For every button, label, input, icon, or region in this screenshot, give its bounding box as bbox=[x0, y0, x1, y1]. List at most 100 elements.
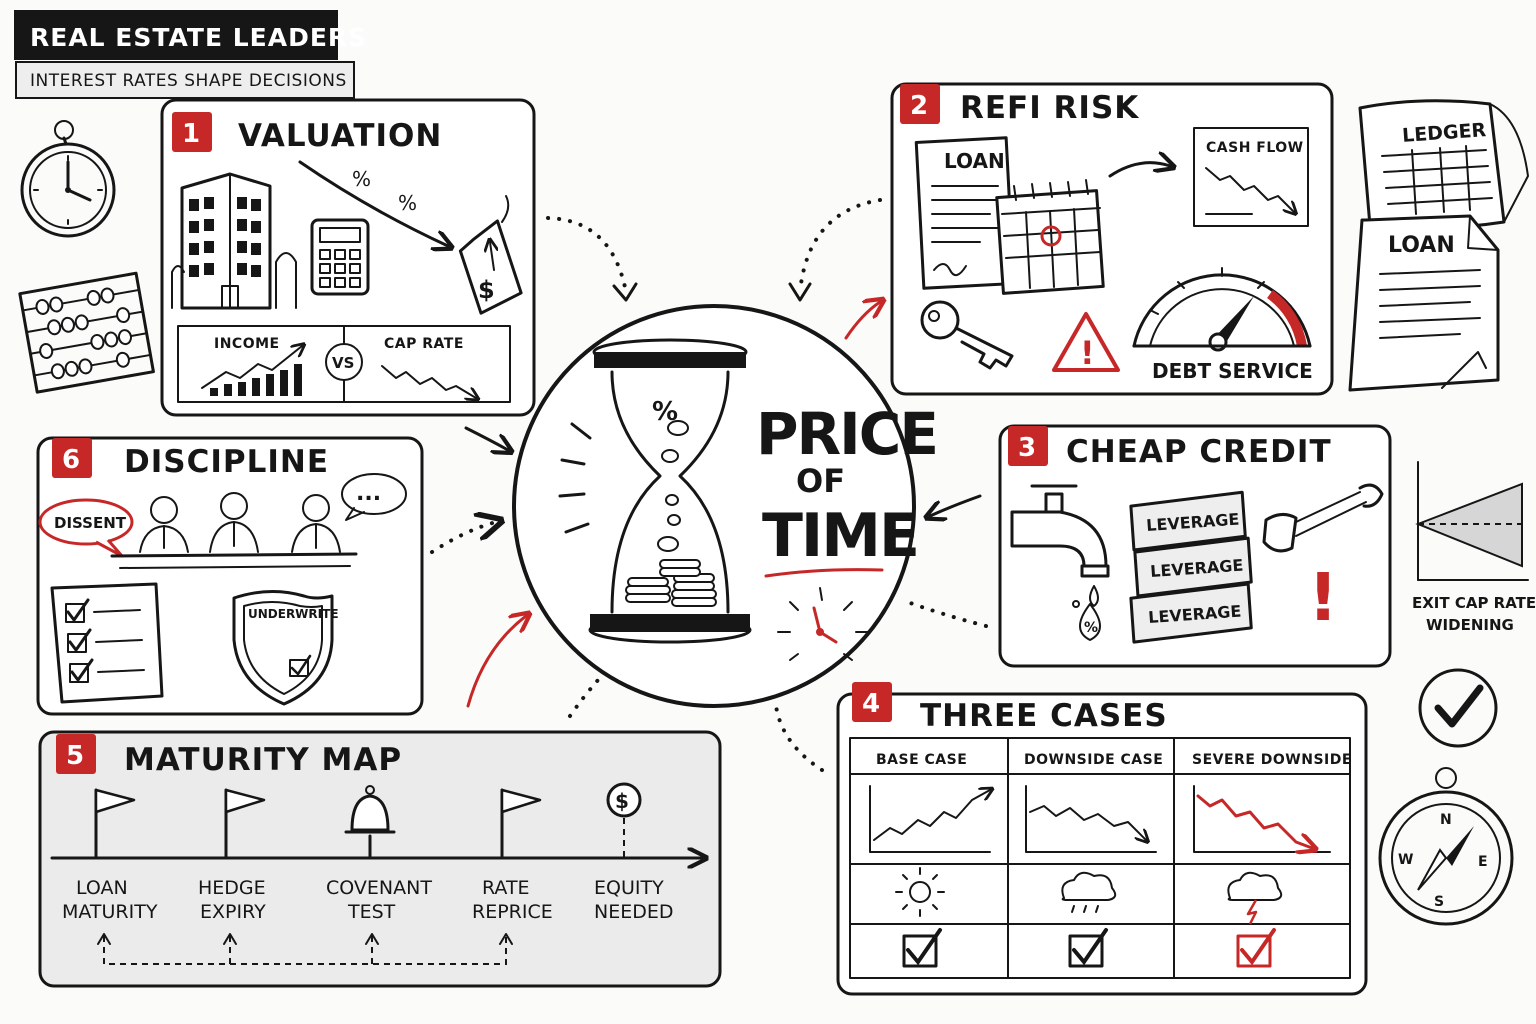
compass-w: W bbox=[1398, 852, 1413, 868]
dissent-speech-bubble: DISSENT bbox=[38, 498, 134, 558]
debt-service-label: DEBT SERVICE bbox=[1152, 359, 1313, 383]
milestone-label: REPRICE bbox=[472, 901, 553, 923]
leverage-block: LEVERAGE bbox=[1129, 490, 1247, 552]
faucet-icon: % bbox=[1010, 484, 1110, 641]
drop-percent: % bbox=[1084, 620, 1098, 636]
price-tag-icon: $ bbox=[458, 195, 523, 315]
percent-sign: % bbox=[398, 191, 417, 215]
dollar-sign: $ bbox=[478, 276, 495, 304]
column-header: BASE CASE bbox=[876, 752, 967, 768]
page-title: REAL ESTATE LEADERS bbox=[30, 23, 367, 52]
income-vs-cap-rate-panel: INCOME CAP RATE VS bbox=[177, 325, 511, 403]
card-title: MATURITY MAP bbox=[124, 742, 402, 778]
card-number-badge bbox=[56, 734, 96, 774]
card-number-badge bbox=[172, 112, 212, 152]
refi-risk-card: 2 REFI RISK LOAN CASH FLOW bbox=[890, 82, 1334, 396]
card-number: 3 bbox=[1018, 433, 1036, 463]
cheap-credit-card: 3 CHEAP CREDIT % LEVERAGE LEVERAGE LEV bbox=[998, 424, 1392, 668]
exit-cap-rate-chart: EXIT CAP RATE WIDENING bbox=[1412, 461, 1536, 634]
rain-cloud-icon bbox=[1061, 871, 1117, 913]
speech-ellipsis: ... bbox=[356, 481, 381, 506]
column-header: SEVERE DOWNSIDE bbox=[1192, 752, 1352, 768]
percent-sign: % bbox=[352, 167, 371, 191]
milestone-label: TEST bbox=[347, 901, 396, 923]
price-text: PRICE bbox=[756, 400, 937, 468]
three-cases-card: 4 THREE CASES BASE CASE DOWNSIDE CASE SE… bbox=[836, 682, 1368, 996]
exit-cap-label-line2: WIDENING bbox=[1426, 616, 1514, 634]
card-number: 1 bbox=[182, 119, 200, 149]
milestone-label: COVENANT bbox=[326, 877, 432, 899]
hourglass-icon: % bbox=[588, 338, 752, 644]
time-text: TIME bbox=[762, 501, 918, 571]
base-case-chart bbox=[869, 785, 990, 853]
underwrite-shield-icon: UNDERWRITE bbox=[232, 589, 339, 706]
income-bars bbox=[210, 364, 302, 396]
milestone-label: LOAN bbox=[76, 877, 128, 899]
page-subtitle: INTEREST RATES SHAPE DECISIONS bbox=[30, 71, 347, 91]
compass-s: S bbox=[1434, 894, 1444, 910]
column-header: DOWNSIDE CASE bbox=[1024, 752, 1163, 768]
dollar-coin-icon: $ bbox=[606, 782, 642, 858]
card-number-badge bbox=[852, 682, 892, 722]
debt-service-gauge-icon bbox=[1132, 267, 1312, 352]
coin-stack-icon bbox=[625, 559, 717, 607]
milestone-label: RATE bbox=[482, 877, 530, 899]
compass-e: E bbox=[1478, 854, 1488, 870]
storm-cloud-icon bbox=[1227, 871, 1283, 925]
exit-cap-label-line1: EXIT CAP RATE bbox=[1412, 594, 1536, 612]
card-number-badge bbox=[1008, 426, 1048, 466]
checkbox-checked-icon bbox=[902, 928, 942, 968]
compass-n: N bbox=[1440, 812, 1452, 828]
cases-table: BASE CASE DOWNSIDE CASE SEVERE DOWNSIDE bbox=[849, 737, 1352, 979]
ellipsis-speech-bubble: ... bbox=[341, 473, 407, 521]
milestone-label: HEDGE bbox=[198, 877, 266, 899]
cap-rate-label: CAP RATE bbox=[384, 336, 464, 352]
warning-triangle-icon: ! bbox=[1052, 312, 1120, 372]
milestone-label: MATURITY bbox=[62, 901, 158, 923]
card-number: 2 bbox=[910, 91, 928, 121]
dollar-sign: $ bbox=[615, 789, 629, 813]
income-label: INCOME bbox=[214, 336, 280, 352]
checkbox-checked-red-icon bbox=[1236, 928, 1276, 968]
card-title: VALUATION bbox=[238, 118, 442, 154]
discipline-card: 6 DISCIPLINE DISSENT ... bbox=[36, 436, 424, 716]
checkbox-checked-icon bbox=[1068, 928, 1108, 968]
milestone-labels: LOAN MATURITY HEDGE EXPIRY COVENANT TEST… bbox=[62, 877, 674, 923]
title-banner bbox=[14, 10, 338, 60]
flag-icon bbox=[94, 788, 136, 860]
dependency-arrows bbox=[97, 933, 513, 965]
header: REAL ESTATE LEADERS INTEREST RATES SHAPE… bbox=[14, 10, 367, 99]
card-number-badge bbox=[52, 438, 92, 478]
shield-label: UNDERWRITE bbox=[248, 607, 339, 621]
ledger-document-icon: LEDGER bbox=[1358, 99, 1529, 230]
checklist-icon bbox=[50, 582, 164, 704]
valuation-card: 1 VALUATION % % bbox=[160, 98, 536, 417]
card-number: 5 bbox=[66, 741, 84, 771]
calculator-icon bbox=[310, 218, 370, 296]
cash-flow-panel: CASH FLOW bbox=[1193, 127, 1309, 227]
warning-symbol: ! bbox=[1080, 334, 1095, 372]
loan-paper-icon: LOAN bbox=[1348, 214, 1500, 392]
milestone-label: NEEDED bbox=[594, 901, 674, 923]
rubber-band-hands-icon bbox=[1262, 483, 1384, 553]
milestone-label: EXPIRY bbox=[200, 901, 266, 923]
severe-downside-chart bbox=[1193, 785, 1331, 852]
leverage-block: LEVERAGE bbox=[1129, 582, 1253, 644]
meeting-people-icon bbox=[110, 492, 358, 569]
downside-case-chart bbox=[1025, 785, 1157, 853]
leverage-blocks: LEVERAGE LEVERAGE LEVERAGE bbox=[1129, 490, 1253, 644]
vs-label: VS bbox=[332, 354, 354, 372]
compass-icon: N S E W bbox=[1378, 767, 1514, 926]
card-title: CHEAP CREDIT bbox=[1066, 434, 1332, 470]
key-icon bbox=[920, 300, 1014, 370]
side-loan-label: LOAN bbox=[1388, 233, 1455, 258]
office-building-icon bbox=[171, 172, 297, 310]
card-title: REFI RISK bbox=[960, 90, 1139, 126]
card-number: 4 bbox=[862, 689, 880, 719]
dissent-label: DISSENT bbox=[54, 514, 127, 532]
abacus-icon bbox=[18, 271, 155, 394]
calendar-icon bbox=[995, 179, 1105, 295]
flag-icon bbox=[500, 788, 542, 860]
card-title: THREE CASES bbox=[920, 698, 1168, 734]
